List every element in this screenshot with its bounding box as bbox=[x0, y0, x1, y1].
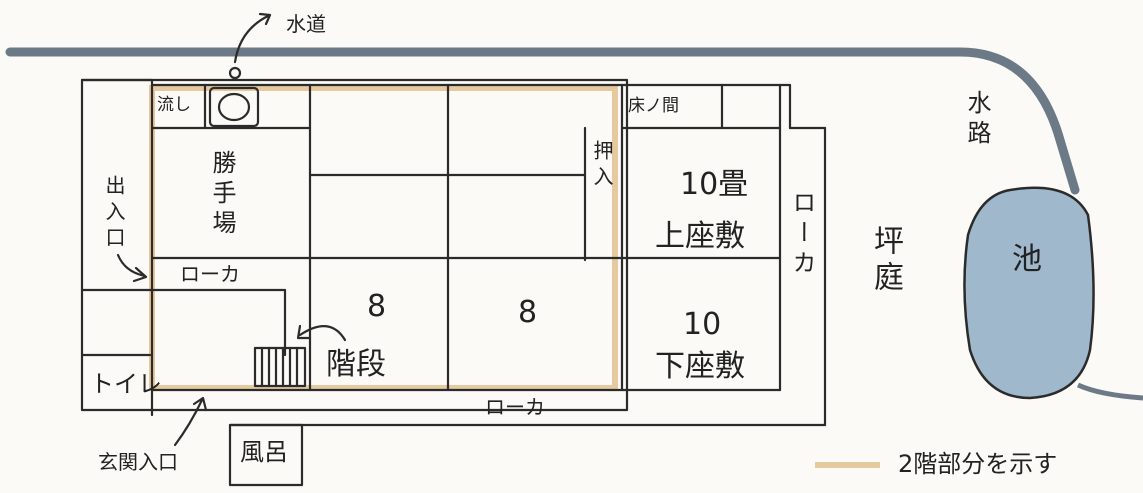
corridor-bottom-label: ローカ bbox=[485, 395, 545, 419]
upper-room-label: 上座敷 bbox=[655, 219, 745, 254]
legend-label: 2階部分を示す bbox=[898, 450, 1058, 478]
sink-bowl bbox=[217, 92, 251, 122]
pond-shape bbox=[963, 186, 1095, 400]
sink-basin bbox=[208, 86, 260, 128]
main-entrance-label: 玄関入口 bbox=[98, 450, 178, 474]
garden-label: 坪庭 bbox=[868, 225, 903, 297]
waterway-outflow bbox=[1076, 382, 1143, 401]
corridor-top-label: ローカ bbox=[180, 262, 240, 286]
corridor-right-label: ローカ bbox=[788, 190, 816, 280]
room-b-size: 8 bbox=[518, 295, 538, 330]
water-supply-label: 水道 bbox=[286, 12, 326, 36]
room-a-size: 8 bbox=[367, 289, 387, 324]
waterway-label: 水路 bbox=[963, 90, 991, 150]
toilet-label: トイレ bbox=[90, 370, 162, 398]
lower-room-size: 10 bbox=[683, 307, 722, 342]
kitchen-label: 勝手場 bbox=[208, 150, 236, 240]
upper-room-size: 10畳 bbox=[680, 167, 749, 202]
tokonoma-label: 床ノ間 bbox=[628, 96, 679, 116]
stairs-icon bbox=[253, 346, 307, 388]
stairs-label: 階段 bbox=[326, 347, 386, 382]
sink-label: 流し bbox=[157, 95, 191, 115]
side-entrance-arrow bbox=[116, 253, 148, 283]
bath-label: 風呂 bbox=[240, 438, 288, 466]
side-entrance-label: 出入口 bbox=[102, 175, 126, 253]
water-tap-marker bbox=[228, 66, 242, 80]
main-entrance-arrow bbox=[173, 396, 208, 447]
water-supply-arrow bbox=[233, 12, 272, 64]
building-walls bbox=[80, 78, 827, 487]
lower-room-label: 下座敷 bbox=[655, 349, 745, 384]
stairs-arrow bbox=[296, 324, 347, 342]
oshiire-label: 押入 bbox=[590, 140, 614, 192]
pond-label: 池 bbox=[1012, 242, 1042, 277]
waterway-channel bbox=[5, 47, 1080, 195]
